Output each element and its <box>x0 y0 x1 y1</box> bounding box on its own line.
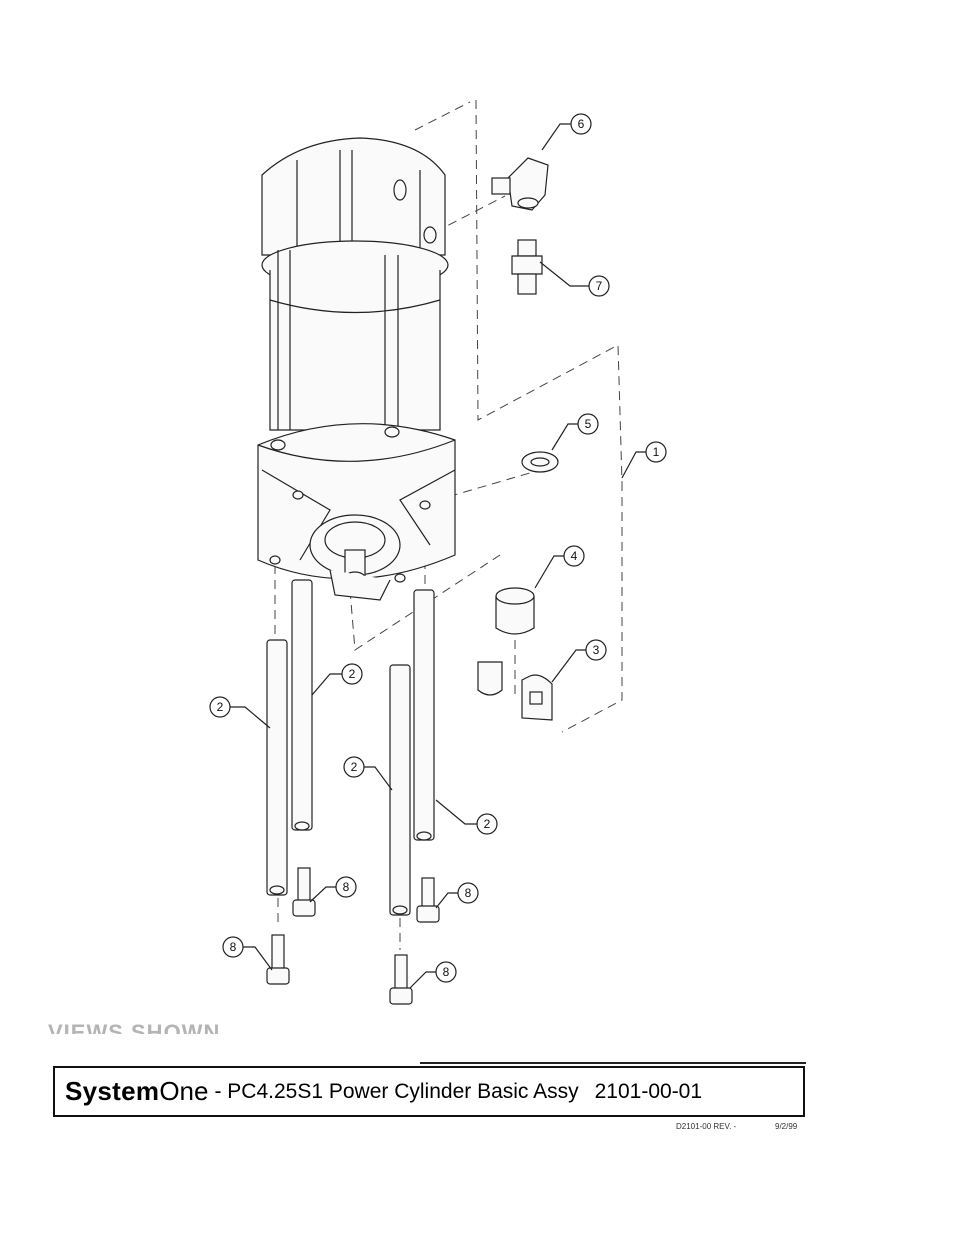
callout-bubble <box>209 696 231 718</box>
callout-label: 8 <box>465 886 472 900</box>
callout-bubbles: 6 7 5 1 4 3 2 2 2 2 8 8 8 8 <box>209 113 667 983</box>
callout-bubble <box>563 545 585 567</box>
drawing-title: - PC4.25S1 Power Cylinder Basic Assy <box>214 1079 579 1103</box>
callout-label: 8 <box>230 940 237 954</box>
callout-label: 8 <box>343 880 350 894</box>
callout-bubble <box>457 882 479 904</box>
bushing <box>477 587 535 696</box>
callout-label: 1 <box>653 445 660 459</box>
tie-rods <box>266 579 435 916</box>
callout-label: 3 <box>593 643 600 657</box>
brand-name-light: One <box>159 1076 209 1106</box>
callout-bubble <box>570 113 592 135</box>
brand-name-bold: System <box>65 1076 160 1106</box>
callout-label: 5 <box>585 417 592 431</box>
title-rule <box>420 1062 806 1064</box>
callout-bubble <box>335 876 357 898</box>
callout-bubble <box>585 639 607 661</box>
callout-label: 2 <box>217 700 224 714</box>
callout-bubble <box>588 275 610 297</box>
callout-label: 2 <box>351 760 358 774</box>
callout-label: 7 <box>596 279 603 293</box>
callout-bubble <box>577 413 599 435</box>
callout-leaders <box>230 123 646 989</box>
power-cylinder-body <box>257 137 456 601</box>
part-number: 2101-00-01 <box>594 1079 703 1103</box>
callout-bubble <box>645 441 667 463</box>
callout-bubble <box>222 936 244 958</box>
retaining-ring <box>521 451 559 473</box>
callout-bubble <box>343 756 365 778</box>
callout-label: 8 <box>443 965 450 979</box>
callout-label: 2 <box>484 817 491 831</box>
elbow-fitting <box>491 157 549 211</box>
callout-label: 2 <box>349 667 356 681</box>
straight-fitting <box>511 239 543 295</box>
callout-bubble <box>341 663 363 685</box>
callout-bubble <box>476 813 498 835</box>
callout-label: 6 <box>578 117 585 131</box>
callout-bubble <box>435 961 457 983</box>
cut-off-heading: VIEWS SHOWN <box>48 1022 220 1034</box>
document-reference: D2101-00 REV. - <box>676 1122 737 1131</box>
callout-label: 4 <box>571 549 578 563</box>
screws <box>266 867 440 1005</box>
document-date: 9/2/99 <box>775 1122 798 1131</box>
clip <box>521 674 553 721</box>
